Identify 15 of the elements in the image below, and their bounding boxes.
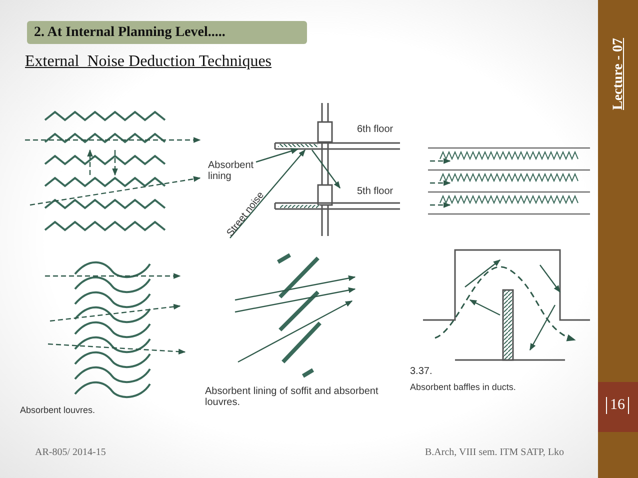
heading-banner: 2. At Internal Planning Level..... [27,21,307,44]
lecture-label: Lecture - 07 [611,38,627,110]
figure-caption: Absorbent lining of soffit and absorbent louvres. [205,386,380,408]
footer-text: B.Arch, VIII sem. ITM SATP, Lko [425,447,564,458]
subtitle: External Noise Deduction Techniques [25,53,272,71]
absorbent-lining [278,144,318,147]
callout-text: Absorbent lining [208,160,266,182]
page-number: 16 [606,397,629,414]
floor-label: 6th floor [357,124,394,135]
leader-line [256,148,299,163]
figure-number: 3.37. [410,366,432,377]
floor-label: 5th floor [357,186,394,197]
figure-caption: Absorbent louvres. [20,405,96,416]
footer-text: AR-805/ 2014-15 [35,447,106,458]
figure-caption: Absorbent baffles in ducts. [410,382,516,393]
